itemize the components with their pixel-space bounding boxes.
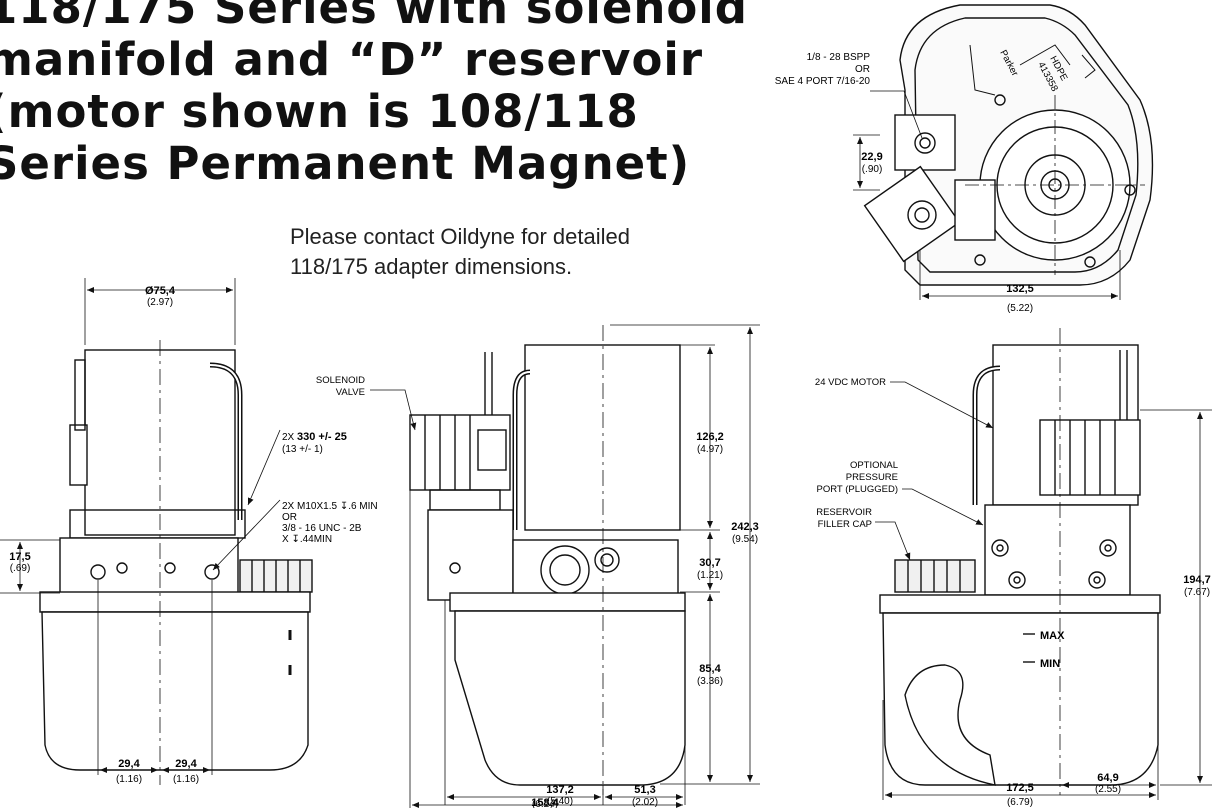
right-view-dimensions [875, 381, 1212, 800]
right-view [879, 328, 1161, 795]
dimension-value: 64,9 [1097, 772, 1118, 784]
title-line: 118/175 Series with solenoid [0, 0, 748, 34]
left-view [39, 340, 313, 785]
dimension-value: 85,4 [699, 663, 721, 675]
dimension-value: 29,4 [175, 758, 197, 770]
middle-view [409, 325, 686, 795]
wire-length-callout: (13 +/- 1) [282, 444, 323, 455]
motor-callout: 24 VDC MOTOR [815, 377, 886, 388]
dimension-inch: (1.16) [173, 774, 199, 785]
pressure-port-callout: OPTIONAL [850, 460, 898, 471]
mount-callout: 2X M10X1.5 ↧.6 MIN [282, 501, 378, 512]
right-view-text: 24 VDC MOTOR OPTIONAL PRESSURE PORT (PLU… [815, 377, 1211, 808]
dimension-inch: (6.79) [1007, 797, 1033, 808]
dimension-inch: (4.97) [697, 444, 723, 455]
dimension-inch: (2.02) [632, 797, 658, 808]
solenoid-callout: VALVE [336, 387, 365, 398]
top-view [863, 4, 1154, 286]
dimension-value: 22,9 [861, 151, 882, 163]
middle-view-text: SOLENOID VALVE 126,2 (4.97) 242,3 (9.54)… [316, 375, 759, 808]
dimension-inch: (7.67) [1184, 587, 1210, 598]
dimension-value: 126,2 [696, 431, 724, 443]
middle-view-dimensions [370, 324, 760, 808]
dimension-value: 132,5 [1006, 283, 1034, 295]
dimension-value: 30,7 [699, 557, 720, 569]
dimension-inch: (.90) [862, 164, 883, 175]
contact-note-line: 118/175 adapter dimensions. [290, 254, 573, 279]
left-view-text: Ø75,4 (2.97) 2X 330 +/- 25 (13 +/- 1) 2X… [9, 285, 377, 785]
max-level-label: MAX [1040, 630, 1065, 642]
min-level-label: MIN [1040, 658, 1060, 670]
pressure-port-callout: PRESSURE [846, 472, 898, 483]
port-callout: 1/8 - 28 BSPP [807, 52, 871, 63]
dimension-inch: (1.21) [697, 570, 723, 581]
dimension-value: 17,5 [9, 551, 30, 563]
filler-cap-callout: FILLER CAP [818, 519, 872, 530]
dimension-value: Ø75,4 [145, 285, 176, 297]
mount-callout: 3/8 - 16 UNC - 2B [282, 523, 362, 534]
dimension-value: 158,4 [531, 797, 559, 808]
dimension-value: 51,3 [634, 784, 655, 796]
top-view-dimensions [853, 90, 1121, 300]
page-title: 118/175 Series with solenoid manifold an… [0, 0, 748, 190]
dimension-value: 137,2 [546, 784, 574, 796]
mount-callout: OR [282, 512, 297, 523]
dimension-inch: (9.54) [732, 534, 758, 545]
mount-callout: X ↧.44MIN [282, 534, 332, 545]
wire-length-callout: 2X 330 +/- 25 [282, 431, 347, 443]
contact-note: Please contact Oildyne for detailed 118/… [290, 222, 630, 282]
dimension-inch: (6.24) [532, 799, 558, 808]
top-view-dimension-text: 1/8 - 28 BSPP OR SAE 4 PORT 7/16-20 22,9… [775, 52, 1034, 314]
pressure-port-callout: PORT (PLUGGED) [817, 484, 898, 495]
dimension-inch: (3.36) [697, 676, 723, 687]
filler-cap-callout: RESERVOIR [816, 507, 872, 518]
contact-note-line: Please contact Oildyne for detailed [290, 224, 630, 249]
dimension-value: 29,4 [118, 758, 140, 770]
dimension-inch: (5.40) [547, 796, 573, 807]
title-line: Series Permanent Magnet) [0, 137, 691, 190]
dimension-inch: (.69) [10, 563, 31, 574]
dimension-value: 242,3 [731, 521, 759, 533]
title-line: (motor shown is 108/118 [0, 85, 639, 138]
port-callout: OR [855, 64, 870, 75]
dimension-inch: (1.16) [116, 774, 142, 785]
port-callout: SAE 4 PORT 7/16-20 [775, 76, 871, 87]
dimension-value: 172,5 [1006, 782, 1034, 794]
dimension-inch: (5.22) [1007, 303, 1033, 314]
solenoid-callout: SOLENOID [316, 375, 365, 386]
title-line: manifold and “D” reservoir [0, 33, 704, 86]
left-view-dimensions [0, 278, 281, 775]
dimension-inch: (2.97) [147, 297, 173, 308]
dimension-inch: (2.55) [1095, 784, 1121, 795]
dimension-value: 194,7 [1183, 574, 1211, 586]
